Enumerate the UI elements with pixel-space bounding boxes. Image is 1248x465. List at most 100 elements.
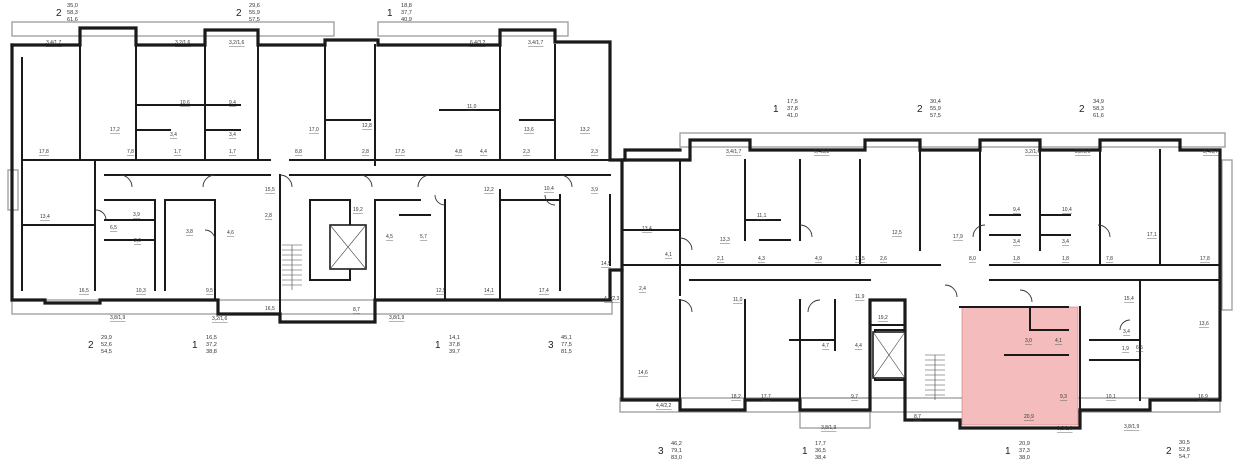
room-area-label: 12,5 — [892, 230, 902, 236]
room-area-label: 17,0 — [309, 127, 319, 133]
room-area-label: 4,7 — [822, 343, 829, 349]
svg-text:2: 2 — [1079, 104, 1085, 115]
svg-text:54,7: 54,7 — [1179, 454, 1190, 460]
unit-label-u4: 1 17,5 37,8 41,0 — [773, 99, 798, 119]
room-area-label: 2,3 — [523, 149, 530, 155]
elevator-right — [872, 331, 906, 379]
room-area-label: 2,4 — [639, 286, 646, 292]
room-area-label: 3,2/1,6 — [1075, 149, 1091, 155]
svg-text:29,6: 29,6 — [249, 3, 260, 9]
svg-text:37,2: 37,2 — [206, 342, 217, 348]
room-area-label: 2,6 — [880, 256, 887, 262]
room-area-label: 3,4 — [1062, 239, 1069, 245]
svg-text:2: 2 — [236, 8, 242, 19]
room-area-labels: 3,4/1,7 3,2/1,6 3,2/1,6 6,4/3,2 3,4/1,7 10,6 9… — [39, 40, 1219, 433]
room-area-label: 18,2 — [731, 394, 741, 400]
room-area-label: 7,8 — [1106, 256, 1113, 262]
room-area-label: 1,8 — [1013, 256, 1020, 262]
unit-label-u2: 2 29,6 55,9 57,5 — [236, 3, 260, 23]
room-area-label: 8,7 — [914, 414, 921, 420]
svg-text:77,5: 77,5 — [561, 342, 572, 348]
room-area-label: 16,5 — [79, 288, 89, 294]
room-area-label: 3,9 — [133, 212, 140, 218]
svg-text:52,6: 52,6 — [101, 342, 112, 348]
svg-text:1: 1 — [387, 8, 393, 19]
unit-label-u10: 3 45,1 77,5 81,5 — [548, 335, 572, 355]
room-area-label: 13,3 — [720, 237, 730, 243]
stairs-right — [925, 354, 945, 400]
room-area-label: 13,6 — [524, 127, 534, 133]
room-area-label: 10,6 — [180, 100, 190, 106]
room-area-label: 9,3 — [1060, 394, 1067, 400]
room-area-label: 1,7 — [174, 149, 181, 155]
room-area-label: 4,4 — [855, 343, 862, 349]
svg-text:20,9: 20,9 — [1019, 441, 1030, 447]
room-area-label: 5,7 — [420, 234, 427, 240]
stairs-left — [282, 244, 302, 290]
selected-apartment[interactable] — [961, 306, 1079, 426]
room-area-label: 3,8/1,9 — [389, 315, 405, 321]
room-area-label: 19,2 — [878, 315, 888, 321]
room-area-label: 3,2/1,6 — [1025, 149, 1041, 155]
room-area-label: 17,8 — [39, 149, 49, 155]
unit-label-u11: 3 46,2 79,1 83,0 — [658, 441, 682, 461]
unit-label-u12: 1 17,7 36,5 38,4 — [802, 441, 826, 461]
svg-text:2: 2 — [1166, 446, 1172, 457]
unit-label-u14: 2 30,5 52,8 54,7 — [1166, 440, 1190, 460]
room-area-label: 14,1 — [484, 288, 494, 294]
room-area-label: 12,5 — [436, 288, 446, 294]
room-area-label: 17,2 — [110, 127, 120, 133]
svg-text:38,0: 38,0 — [1019, 455, 1030, 461]
room-area-label: 6,4/3,2 — [814, 149, 830, 155]
room-area-label: 12,2 — [484, 187, 494, 193]
room-area-label: 13,4 — [40, 214, 50, 220]
room-area-label: 3,2/1,6 — [1057, 426, 1073, 432]
svg-text:61,6: 61,6 — [67, 17, 78, 23]
svg-text:37,8: 37,8 — [787, 106, 798, 112]
right-wing-walls — [620, 138, 1222, 430]
room-area-label: 10,3 — [136, 288, 146, 294]
room-area-label: 9,4 — [229, 100, 236, 106]
svg-text:14,1: 14,1 — [449, 335, 460, 341]
room-area-label: 16,9 — [1198, 394, 1208, 400]
room-area-label: 3,2/1,6 — [175, 40, 191, 46]
room-area-label: 2,3 — [591, 149, 598, 155]
room-area-label: 4,6 — [227, 230, 234, 236]
svg-text:34,9: 34,9 — [1093, 99, 1104, 105]
svg-text:1: 1 — [435, 340, 441, 351]
room-area-label: 3,2/1,6 — [212, 316, 228, 322]
room-area-label: 11,9 — [855, 294, 865, 300]
svg-text:39,7: 39,7 — [449, 349, 460, 355]
room-area-label: 3,4/1,7 — [726, 149, 742, 155]
svg-text:35,0: 35,0 — [67, 3, 78, 9]
svg-text:37,3: 37,3 — [1019, 448, 1030, 454]
svg-text:29,9: 29,9 — [101, 335, 112, 341]
room-area-label: 4,4/2,2 — [656, 403, 672, 409]
elevator-left — [329, 224, 367, 270]
svg-text:79,1: 79,1 — [671, 448, 682, 454]
svg-text:1: 1 — [1005, 446, 1011, 457]
svg-text:36,5: 36,5 — [815, 448, 826, 454]
room-area-label: 13,4 — [642, 226, 652, 232]
svg-text:83,0: 83,0 — [671, 455, 682, 461]
room-area-label: 6,5 — [110, 225, 117, 231]
svg-text:1: 1 — [802, 446, 808, 457]
svg-text:17,5: 17,5 — [787, 99, 798, 105]
room-area-label: 17,9 — [953, 234, 963, 240]
room-area-label: 4,9 — [815, 256, 822, 262]
svg-text:1: 1 — [773, 104, 779, 115]
room-area-label: 3,8/1,9 — [110, 315, 126, 321]
room-area-label: 14,6 — [638, 370, 648, 376]
room-area-label: 17,1 — [1147, 232, 1157, 238]
room-area-label: 2,1 — [717, 256, 724, 262]
room-area-label: 3,4/1,7 — [46, 40, 62, 46]
room-area-label: 10,4 — [1062, 207, 1072, 213]
room-area-label: 2,8 — [362, 149, 369, 155]
svg-text:52,8: 52,8 — [1179, 447, 1190, 453]
room-area-label: 2,8 — [265, 213, 272, 219]
room-area-label: 3,4 — [1013, 239, 1020, 245]
room-area-label: 10,1 — [1106, 394, 1116, 400]
room-area-label: 3,8/1,9 — [1124, 424, 1140, 430]
room-area-label: 6,5 — [1136, 345, 1143, 351]
room-area-label: 9,4 — [1013, 207, 1020, 213]
